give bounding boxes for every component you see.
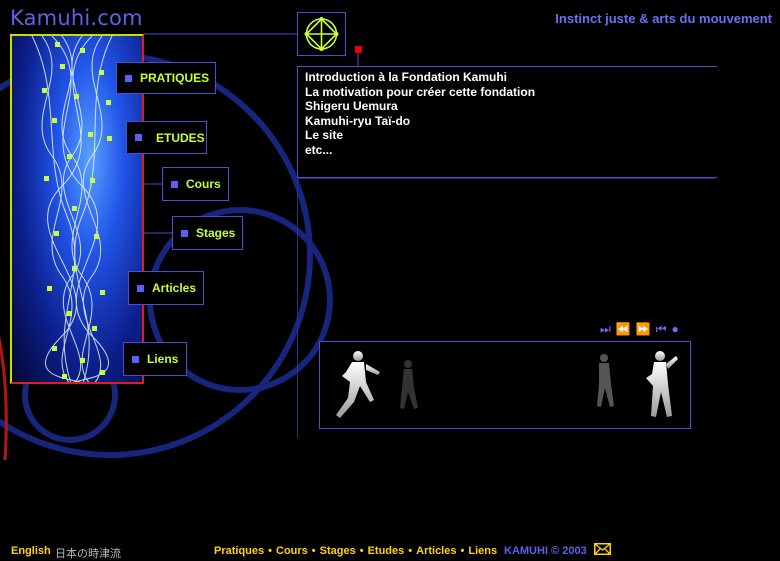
nav-liens-label: Liens xyxy=(147,352,179,366)
nav-cours-label: Cours xyxy=(186,177,221,191)
artwork-frame xyxy=(10,34,144,384)
wave-pattern xyxy=(31,36,113,382)
kamuhi-emblem-icon xyxy=(304,17,339,51)
footer-nav: Pratiques• Cours• Stages• Etudes• Articl… xyxy=(214,545,497,557)
separator-bullet: • xyxy=(460,545,465,557)
intro-item[interactable]: etc... xyxy=(305,142,333,157)
intro-item[interactable]: Le site xyxy=(305,128,344,143)
intro-item[interactable]: Introduction à la Fondation Kamuhi xyxy=(305,70,507,84)
nav-pratiques-label: PRATIQUES xyxy=(140,71,210,85)
rewind-icon[interactable]: ⏪ xyxy=(615,322,631,336)
intro-item[interactable]: Kamuhi-ryu Taï-do xyxy=(305,113,411,128)
animation-strip xyxy=(319,341,691,429)
footer-link-pratiques[interactable]: Pratiques xyxy=(214,545,265,557)
intro-list: Introduction à la Fondation Kamuhi La mo… xyxy=(305,70,535,158)
footer-link-liens[interactable]: Liens xyxy=(468,545,498,557)
nav-articles-label: Articles xyxy=(152,281,197,295)
emblem-frame[interactable] xyxy=(297,12,346,56)
player-controls: ⏭ ⏪ ⏩ ⏮ ● xyxy=(600,322,679,337)
bullet-square-icon xyxy=(171,180,178,188)
copyright-text: KAMUHI © 2003 xyxy=(504,545,587,557)
fast-forward-icon[interactable]: ⏩ xyxy=(635,322,651,336)
nav-pratiques[interactable]: PRATIQUES xyxy=(116,62,216,94)
language-link-english[interactable]: English xyxy=(11,545,51,557)
footer-link-etudes[interactable]: Etudes xyxy=(367,545,405,557)
separator-bullet: • xyxy=(408,545,413,557)
bullet-square-icon xyxy=(132,355,139,363)
nav-stages-label: Stages xyxy=(196,226,236,240)
divider-line xyxy=(297,178,298,438)
nav-etudes-label: ETUDES xyxy=(156,130,205,145)
separator-bullet: • xyxy=(311,545,316,557)
intro-panel xyxy=(297,66,717,178)
separator-bullet: • xyxy=(268,545,272,557)
skip-back-icon[interactable]: ⏮ xyxy=(655,322,667,336)
bullet-square-icon xyxy=(135,134,142,141)
separator-bullet: • xyxy=(359,545,364,557)
nav-etudes[interactable]: ETUDES xyxy=(126,121,207,154)
martial-arts-figures xyxy=(336,351,678,418)
circle-icon[interactable]: ● xyxy=(671,322,679,336)
site-tagline: Instinct juste & arts du mouvement xyxy=(555,11,772,26)
intro-item[interactable]: La motivation pour créer cette fondation xyxy=(305,84,536,99)
red-marker-icon xyxy=(355,46,362,53)
nav-liens[interactable]: Liens xyxy=(123,342,187,376)
skip-forward-icon[interactable]: ⏭ xyxy=(600,322,611,336)
bullet-square-icon xyxy=(125,74,132,82)
bullet-square-icon xyxy=(137,284,144,292)
nav-stages[interactable]: Stages xyxy=(172,216,243,250)
footer-link-cours[interactable]: Cours xyxy=(276,545,308,557)
site-logo[interactable]: Kamuhi.com xyxy=(10,6,143,30)
language-link-japanese[interactable]: 日本の時津流 xyxy=(55,547,121,560)
footer-link-articles[interactable]: Articles xyxy=(416,545,457,557)
intro-item[interactable]: Shigeru Uemura xyxy=(305,99,398,114)
nav-cours[interactable]: Cours xyxy=(162,167,229,201)
bullet-square-icon xyxy=(181,229,188,237)
envelope-icon[interactable] xyxy=(594,543,611,555)
nav-articles[interactable]: Articles xyxy=(128,271,204,305)
footer-link-stages[interactable]: Stages xyxy=(319,545,356,557)
